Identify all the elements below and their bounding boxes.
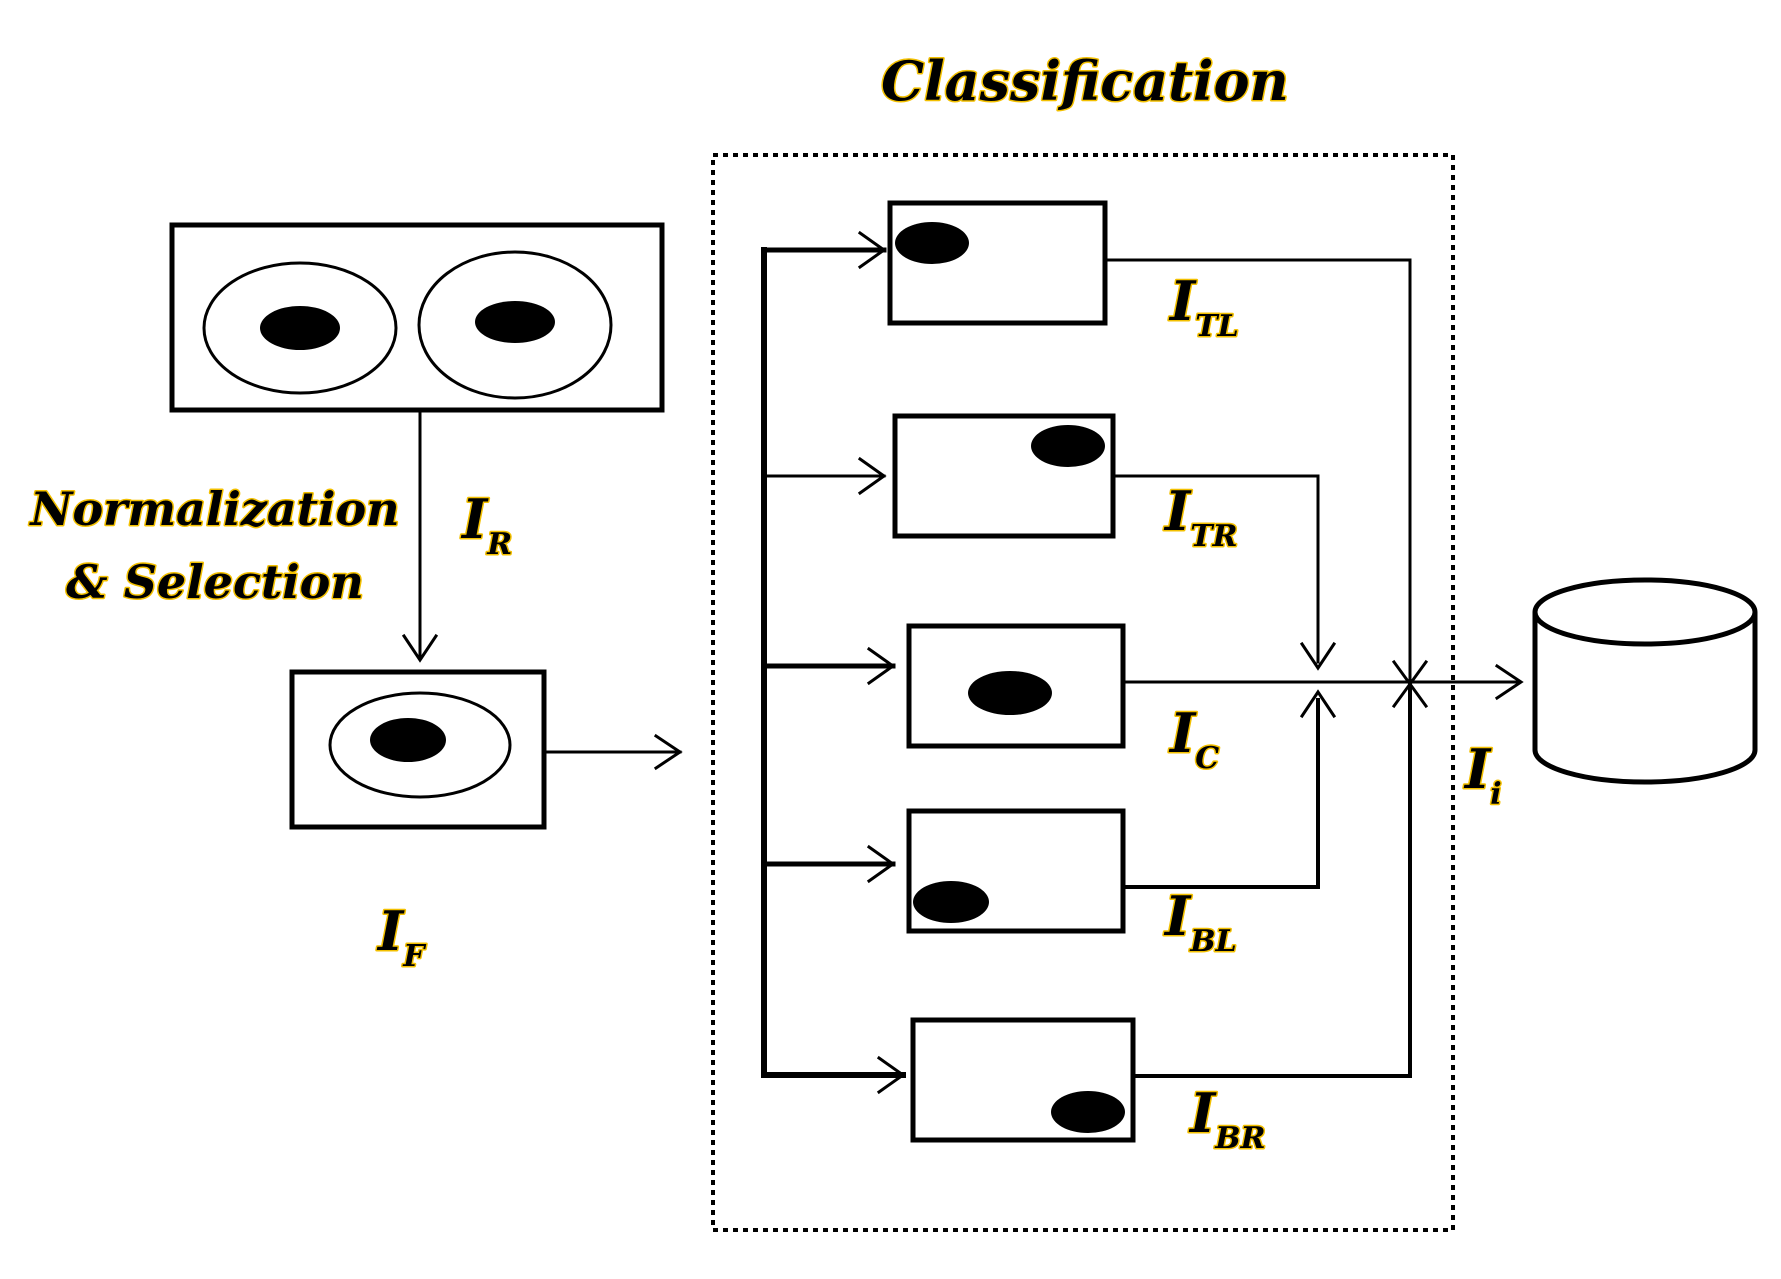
- bl-output-wire: [1121, 698, 1320, 889]
- normalized-pupil: [370, 718, 446, 762]
- branch-c-head: [866, 646, 896, 686]
- class-box-tr: [892, 413, 1116, 539]
- left-pupil: [260, 306, 340, 350]
- branch-tr-head: [857, 456, 887, 496]
- pupil-tl: [895, 222, 969, 264]
- ibr-label: IBR: [1188, 1081, 1266, 1156]
- to-classification-arrow-head: [653, 733, 683, 771]
- right-pupil: [475, 301, 555, 343]
- class-box-tl: [887, 200, 1108, 326]
- pupil-tr: [1031, 425, 1105, 467]
- branch-tl-head: [857, 230, 887, 270]
- ir-label: IR: [460, 487, 512, 562]
- pupil-br: [1051, 1091, 1125, 1133]
- ibl-label: IBL: [1163, 884, 1237, 959]
- classification-boundary: [711, 153, 1455, 1232]
- class-box-br: [910, 1017, 1136, 1143]
- br-output-wire: [1131, 684, 1412, 1078]
- class-box-bl: [906, 808, 1126, 934]
- selection-label: & Selection: [66, 555, 364, 609]
- normalized-eye-outline: [328, 691, 512, 799]
- normalize-arrow-head: [401, 633, 439, 663]
- pupil-bl: [913, 881, 989, 923]
- normalization-label: Normalization: [28, 482, 399, 536]
- if-label: IF: [376, 899, 427, 974]
- itr-label: ITR: [1163, 479, 1238, 554]
- branch-br-head: [876, 1055, 906, 1095]
- normalized-eye-box: [289, 669, 547, 830]
- right-eye-outline: [417, 250, 613, 400]
- ic-label: IC: [1168, 701, 1219, 776]
- class-box-c: [906, 623, 1126, 749]
- left-eye-outline: [202, 261, 398, 395]
- ii-label: Ii: [1463, 737, 1502, 812]
- outer-junction-head-bottom: [1391, 681, 1429, 709]
- db-arrow-head: [1494, 663, 1524, 701]
- database-cylinder: [1532, 577, 1758, 785]
- tr-output-head: [1299, 641, 1337, 671]
- tl-output-wire: [1103, 258, 1412, 688]
- tr-output-wire: [1111, 474, 1320, 664]
- itl-label: ITL: [1168, 269, 1239, 344]
- pupil-c: [968, 671, 1052, 715]
- source-image-box: [169, 222, 665, 413]
- branch-bl-head: [866, 844, 896, 884]
- classification-title: Classification: [881, 49, 1289, 113]
- bl-output-head: [1299, 689, 1337, 719]
